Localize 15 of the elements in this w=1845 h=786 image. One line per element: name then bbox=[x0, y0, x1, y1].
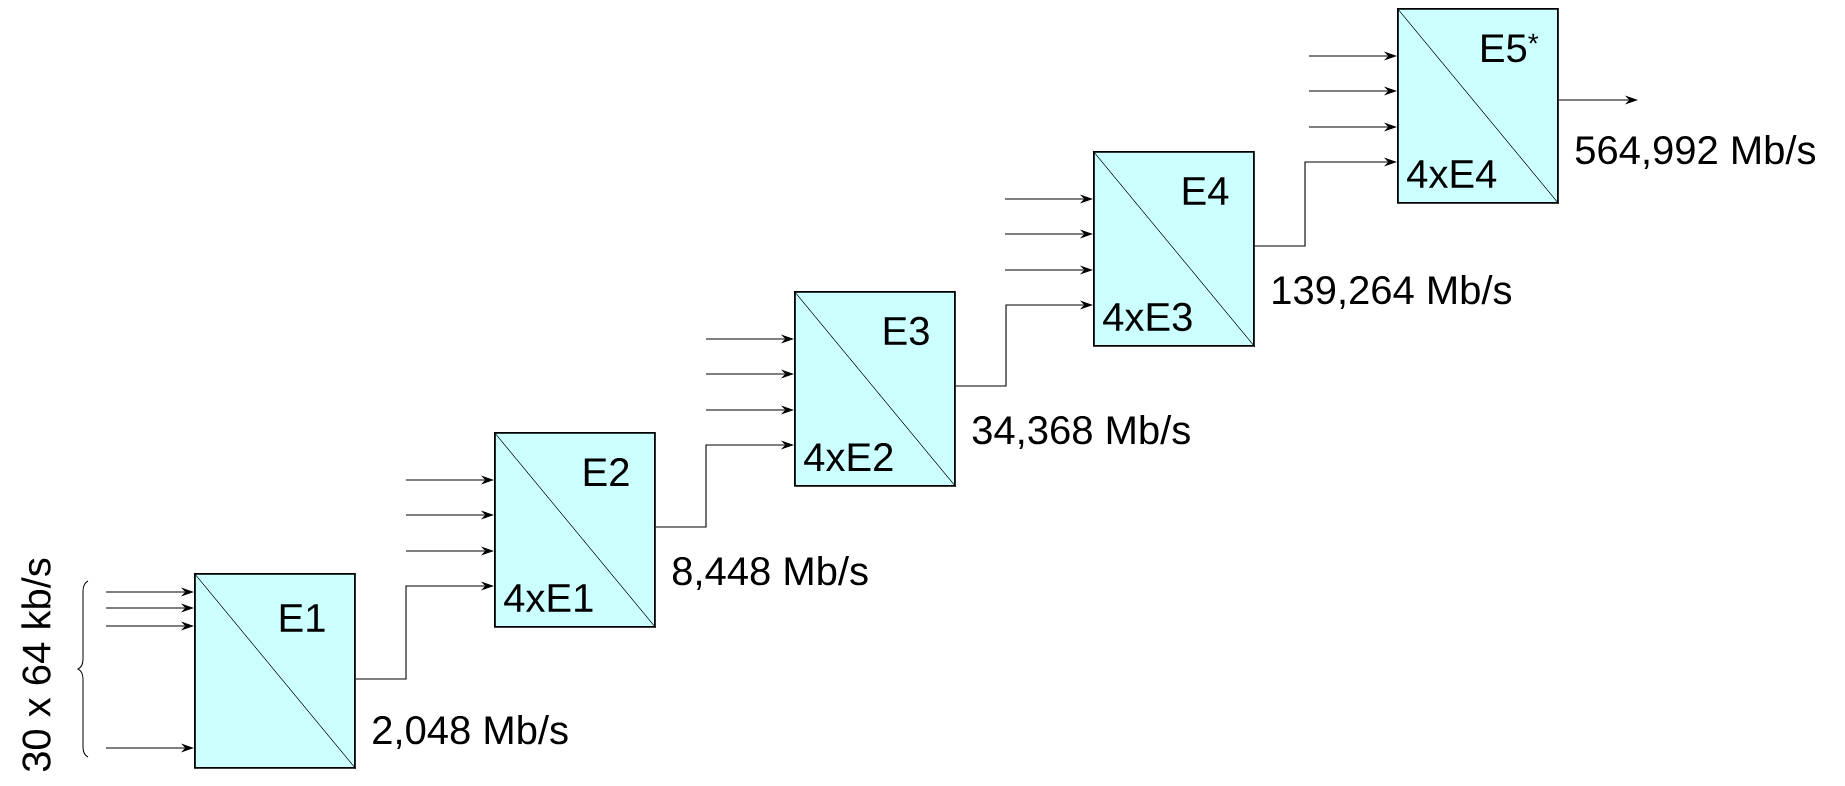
bit-rate-label: 8,448 Mb/s bbox=[672, 555, 868, 591]
bit-rate-label: 564,992 Mb/s bbox=[1575, 134, 1816, 170]
box-label: E2 bbox=[584, 458, 629, 486]
box-label: E1 bbox=[280, 604, 325, 632]
bit-rate-label: 139,264 Mb/s bbox=[1273, 274, 1512, 310]
box-label: E4 bbox=[1183, 177, 1229, 205]
bit-rate-label: 30 x 64 kb/s bbox=[21, 558, 51, 772]
box-label: 4xE4 bbox=[1407, 160, 1497, 188]
box-label: E3 bbox=[884, 316, 929, 346]
box-label: 4xE1 bbox=[504, 584, 593, 612]
box-label: E5$^{*}$ bbox=[1482, 33, 1539, 63]
box-label: 4xE3 bbox=[1103, 302, 1192, 332]
bit-rate-label: 34,368 Mb/s bbox=[972, 414, 1190, 450]
bit-rate-label: 2,048 Mb/s bbox=[373, 714, 568, 750]
box-label: 4xE2 bbox=[804, 443, 893, 471]
